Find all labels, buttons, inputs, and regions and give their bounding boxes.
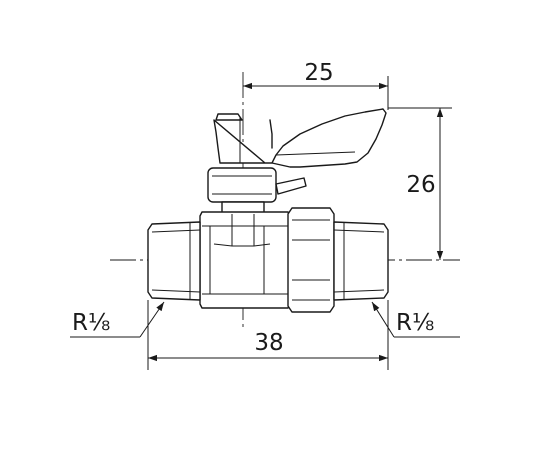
dimension-height: 26 [388,107,452,260]
dimension-overall-length: 38 [147,300,389,370]
thread-callout-right: R⅛ [371,301,460,338]
dimension-label-38: 38 [254,330,283,356]
thread-callout-left: R⅛ [70,301,165,338]
left-threaded-end [147,221,201,301]
right-threaded-end [333,221,389,301]
stop-tab [275,177,307,195]
dimension-label-25: 25 [304,60,333,86]
lever-handle [213,108,387,168]
thread-label-right: R⅛ [396,310,434,336]
valve-body [199,201,335,313]
stem-nut [207,167,277,203]
thread-label-left: R⅛ [72,310,110,336]
dimension-handle-width: 25 [243,60,389,110]
dimension-label-26: 26 [406,172,435,198]
